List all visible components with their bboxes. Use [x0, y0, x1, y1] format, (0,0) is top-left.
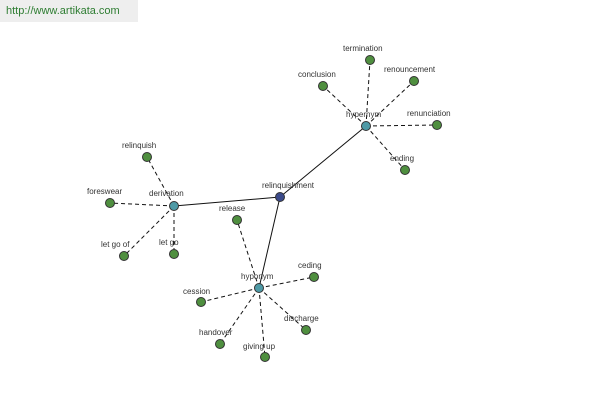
edge-hypernym-renouncement — [365, 80, 415, 127]
node-derivation[interactable] — [169, 201, 179, 211]
node-renouncement[interactable] — [409, 76, 419, 86]
edge-hyponym-discharge — [258, 287, 307, 331]
graph-edges — [109, 59, 438, 358]
edge-derivation-foreswear — [109, 202, 175, 207]
node-let-go[interactable] — [169, 249, 179, 259]
node-foreswear[interactable] — [105, 198, 115, 208]
label-relinquish[interactable]: relinquish — [122, 141, 156, 150]
graph-labels: termination conclusion renouncement renunci… — [87, 44, 451, 351]
site-url-link[interactable]: http://www.artikata.com — [0, 0, 138, 22]
edge-relinquishment-derivation — [173, 196, 281, 207]
label-conclusion[interactable]: conclusion — [298, 70, 336, 79]
node-cession[interactable] — [196, 297, 206, 307]
node-ending[interactable] — [400, 165, 410, 175]
node-ceding[interactable] — [309, 272, 319, 282]
edge-hyponym-giving-up — [258, 287, 266, 358]
edge-hyponym-handover — [219, 287, 260, 345]
label-hyponym[interactable]: hyponym — [241, 272, 274, 281]
label-let-go-of[interactable]: let go of — [101, 240, 130, 249]
node-giving-up[interactable] — [260, 352, 270, 362]
node-discharge[interactable] — [301, 325, 311, 335]
label-release[interactable]: release — [219, 204, 246, 213]
label-let-go[interactable]: let go — [159, 238, 179, 247]
label-ending[interactable]: ending — [390, 154, 414, 163]
edge-relinquishment-hypernym — [279, 125, 367, 198]
node-conclusion[interactable] — [318, 81, 328, 91]
node-relinquishment[interactable] — [275, 192, 285, 202]
node-handover[interactable] — [215, 339, 225, 349]
edge-derivation-relinquish — [146, 156, 175, 207]
label-giving-up[interactable]: giving up — [243, 342, 276, 351]
edge-hyponym-ceding — [258, 276, 315, 289]
edge-derivation-let-go-of — [123, 205, 175, 257]
node-hyponym[interactable] — [254, 283, 264, 293]
edge-hyponym-release — [236, 219, 260, 289]
label-relinquishment[interactable]: relinquishment — [262, 181, 315, 190]
edge-hyponym-cession — [200, 287, 260, 303]
edge-hypernym-conclusion — [322, 85, 367, 127]
node-termination[interactable] — [365, 55, 375, 65]
label-renouncement[interactable]: renouncement — [384, 65, 436, 74]
node-relinquish[interactable] — [142, 152, 152, 162]
label-hypernym[interactable]: hypernym — [346, 110, 381, 119]
node-release[interactable] — [232, 215, 242, 225]
node-hypernym[interactable] — [361, 121, 371, 131]
label-renunciation[interactable]: renunciation — [407, 109, 451, 118]
label-termination[interactable]: termination — [343, 44, 383, 53]
edge-hypernym-ending — [365, 125, 406, 171]
node-let-go-of[interactable] — [119, 251, 129, 261]
label-ceding[interactable]: ceding — [298, 261, 322, 270]
edge-hypernym-renunciation — [365, 124, 438, 127]
label-handover[interactable]: handover — [199, 328, 233, 337]
node-renunciation[interactable] — [432, 120, 442, 130]
edge-relinquishment-hyponym — [258, 196, 281, 289]
label-derivation[interactable]: derivation — [149, 189, 184, 198]
graph-nodes — [105, 55, 442, 362]
label-discharge[interactable]: discharge — [284, 314, 319, 323]
label-foreswear[interactable]: foreswear — [87, 187, 122, 196]
label-cession[interactable]: cession — [183, 287, 210, 296]
